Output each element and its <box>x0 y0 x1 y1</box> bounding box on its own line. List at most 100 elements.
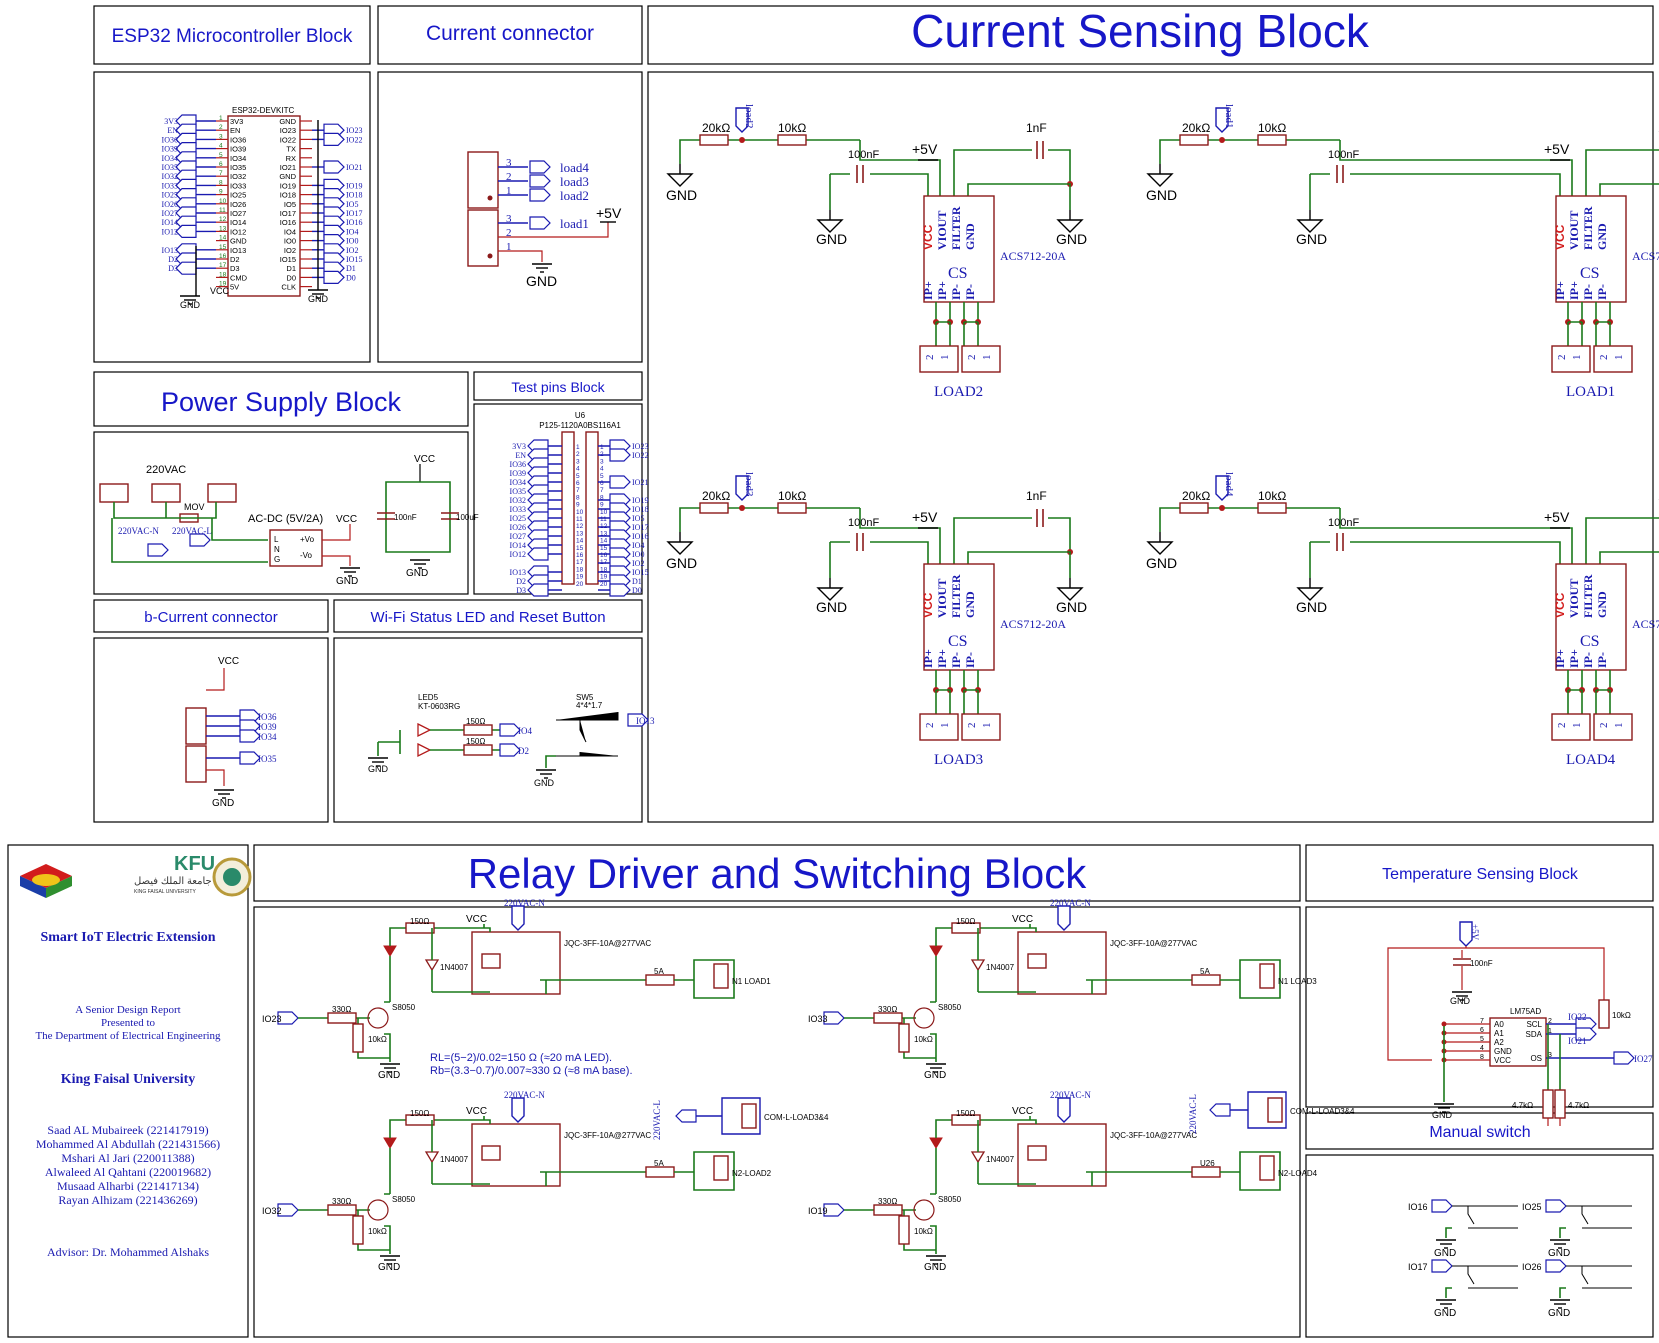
relay-title-frame <box>253 844 1301 902</box>
esp32-schematic: ESP32-DEVKITC 3V31EN2IO363IO394IO345IO35… <box>162 106 363 310</box>
esp32-left-net: EN <box>167 126 178 135</box>
lm75-right-pin-number: 1 <box>1548 1028 1552 1035</box>
relay-output-label: N2-LOAD2 <box>732 1169 772 1178</box>
lm75-right-pin-number: 2 <box>1548 1018 1552 1025</box>
cs-5v-label: +5V <box>912 509 938 525</box>
cc-net-load1: load1 <box>560 216 589 231</box>
cs-c2-label: 1nF <box>1026 121 1047 135</box>
acs712-top-pin: VIOUT <box>935 579 949 618</box>
tp-left-net: 3V3 <box>512 442 526 451</box>
relay-transistor-label: S8050 <box>938 1195 962 1204</box>
acs712-top-pin: VIOUT <box>1567 211 1581 250</box>
bc-net-io34: IO34 <box>258 732 277 742</box>
relay-gnd-label: GND <box>378 1070 400 1081</box>
cc-pin-1a: 1 <box>506 185 512 197</box>
connector-top <box>467 151 499 209</box>
relay-transistor-label: S8050 <box>938 1003 962 1012</box>
tp-pin-number: 18 <box>600 566 608 573</box>
cs-c1-label: 100nF <box>848 149 879 161</box>
cs-net-flag-label: load1 <box>1223 104 1235 128</box>
power-supply-schematic: 220VAC MOV 220VAC-N 220VAC-L AC-DC (5V/2… <box>99 454 479 587</box>
temp-net-io21: IO21 <box>1568 1036 1587 1046</box>
esp32-left-pin: IO14 <box>230 218 246 227</box>
manual-frame <box>1305 1154 1654 1338</box>
esp32-left-pin-number: 11 <box>219 207 226 214</box>
esp32-left-pin-number: 12 <box>219 216 227 223</box>
temp-gnd2-label: GND <box>1432 1110 1453 1120</box>
ps-cap-gnd-label: GND <box>406 568 428 579</box>
current-connector-title: Current connector <box>426 22 594 45</box>
lm75-left-pin: A2 <box>1494 1038 1504 1047</box>
acs712-top-pin: VCC <box>1553 224 1567 250</box>
cs-r1-label: 20kΩ <box>1182 121 1210 135</box>
cc-gnd-icon <box>531 263 553 273</box>
ps-pin-g: G <box>274 555 280 564</box>
tp-right-net: IO15 <box>632 568 648 577</box>
esp32-right-pin: IO23 <box>280 126 296 135</box>
relay-channel: VCC150Ω1N4007220VAC-NJQC-3FF-10A@277VACU… <box>808 1090 1318 1273</box>
relay-com-right-label: COM-L-LOAD3&4 <box>1290 1107 1355 1116</box>
temp-net-io27: IO27 <box>1634 1054 1653 1064</box>
acs712-top-pin: VIOUT <box>1567 579 1581 618</box>
relay-fuse-label: 5A <box>1200 967 1210 976</box>
tp-left-net: IO25 <box>510 514 526 523</box>
esp32-left-pin-number: 5 <box>219 152 223 159</box>
esp32-right-net: IO18 <box>346 191 362 200</box>
cs-net-flag-label: load2 <box>743 104 755 128</box>
relay-output-label: N1 LOAD1 <box>732 977 771 986</box>
tp-pin-number: 2 <box>576 451 580 458</box>
tp-right-net: IO18 <box>632 505 648 514</box>
report-panel: KFU جامعة الملك فيصل KING FAISAL UNIVERS… <box>20 853 252 1259</box>
relay-acl-left: 220VAC-L <box>652 1100 662 1140</box>
relay-fuse-label: U26 <box>1200 1159 1215 1168</box>
wifi-title-frame <box>333 599 643 633</box>
cs-connector-label: LOAD3 <box>934 752 983 768</box>
cs-gnd-1: GND <box>1146 555 1177 571</box>
report-author-5: Musaad Alharbi (221417134) <box>57 1179 199 1193</box>
esp32-left-net: IO25 <box>162 191 178 200</box>
report-author-1: Saad AL Mubaireek (221417919) <box>47 1123 208 1137</box>
acs712-top-pin: GND <box>1595 223 1609 250</box>
ps-ac-terminal-2 <box>151 483 181 503</box>
tp-right-net: IO0 <box>632 550 644 559</box>
connector-bottom <box>467 209 499 267</box>
tp-pin-number: 13 <box>600 530 608 537</box>
tp-left-net: EN <box>515 451 526 460</box>
esp32-title-frame <box>93 5 371 65</box>
esp32-right-pin: IO4 <box>284 227 296 236</box>
temp-ic-label: LM75AD <box>1510 1007 1541 1016</box>
tp-left-net: IO27 <box>510 532 526 541</box>
tp-pin-number: 6 <box>600 480 604 487</box>
esp32-left-pin-number: 1 <box>219 115 223 122</box>
report-line3: The Department of Electrical Engineering <box>35 1030 221 1042</box>
test-pins-frame <box>473 403 643 595</box>
current-connector-schematic: 3 2 1 3 2 1 load4 load3 load2 load1 +5V … <box>467 151 622 289</box>
esp32-left-pin-number: 8 <box>219 179 223 186</box>
lm75-left-pin-number: 6 <box>1480 1027 1484 1034</box>
relay-transistor-icon <box>913 1007 935 1029</box>
ps-ac-terminal-1 <box>99 483 129 503</box>
tp-left-net: IO35 <box>510 487 526 496</box>
report-author-4: Alwaleed Al Qahtani (220019682) <box>45 1165 211 1179</box>
acs712-top-pin: GND <box>963 591 977 618</box>
tp-pin-number: 20 <box>576 581 584 588</box>
report-author-3: Mshari Al Jari (220011388) <box>61 1151 194 1165</box>
esp32-right-pin: GND <box>279 117 296 126</box>
tp-right-net: IO23 <box>632 442 648 451</box>
relay-acn-label: 220VAC-N <box>1050 898 1091 908</box>
tp-pin-number: 3 <box>600 458 604 465</box>
tp-pin-number: 1 <box>600 444 604 451</box>
power-supply-title: Power Supply Block <box>161 387 402 417</box>
ps-module-label: AC-DC (5V/2A) <box>248 513 323 525</box>
esp32-right-net: IO21 <box>346 163 362 172</box>
ps-mov-label: MOV <box>184 502 205 512</box>
relay-r-base-label: 330Ω <box>878 1005 897 1014</box>
relay-output-label: N1 LOAD3 <box>1278 977 1317 986</box>
wifi-r1-label: 150Ω <box>466 717 485 726</box>
cs-net-flag-label: load3 <box>743 472 755 497</box>
relay-gnd-label: GND <box>378 1262 400 1273</box>
